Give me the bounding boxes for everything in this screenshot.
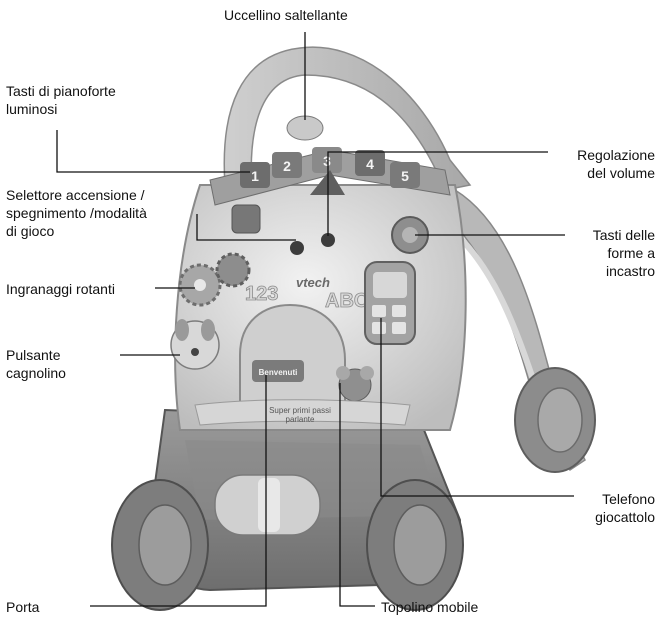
toy-brand-logo: vtech: [296, 275, 330, 290]
key-digit-3: 3: [323, 153, 331, 169]
toy-phone: [365, 262, 415, 344]
key-digit-4: 4: [366, 156, 374, 172]
label-phone: Telefono giocattolo: [595, 490, 655, 526]
label-power-selector: Selettore accensione / spegnimento /moda…: [6, 186, 147, 240]
label-shape-buttons: Tasti delle forme a incastro: [593, 226, 655, 280]
label-bird: Uccellino saltellante: [224, 6, 348, 24]
front-right-wheel: [367, 480, 463, 610]
label-volume: Regolazione del volume: [577, 146, 655, 182]
door-sign-text: Benvenuti: [259, 368, 298, 377]
label-piano-keys: Tasti di pianoforte luminosi: [6, 82, 116, 118]
toy-letters: ABC: [325, 290, 368, 312]
toy-numbers: 123: [245, 283, 278, 305]
rear-right-wheel: [515, 368, 595, 472]
key-digit-5: 5: [401, 168, 409, 184]
label-dog-button: Pulsante cagnolino: [6, 346, 66, 382]
label-mouse: Topolino mobile: [381, 598, 478, 616]
power-selector-switch: [290, 241, 304, 255]
front-left-wheel: [112, 480, 208, 610]
label-gears: Ingranaggi rotanti: [6, 280, 115, 298]
square-shape: [232, 205, 260, 233]
key-digit-2: 2: [283, 158, 291, 174]
leader-piano-keys: [57, 130, 250, 172]
label-door: Porta: [6, 598, 39, 616]
dog-button-figure: [171, 319, 219, 369]
key-digit-1: 1: [251, 168, 259, 184]
